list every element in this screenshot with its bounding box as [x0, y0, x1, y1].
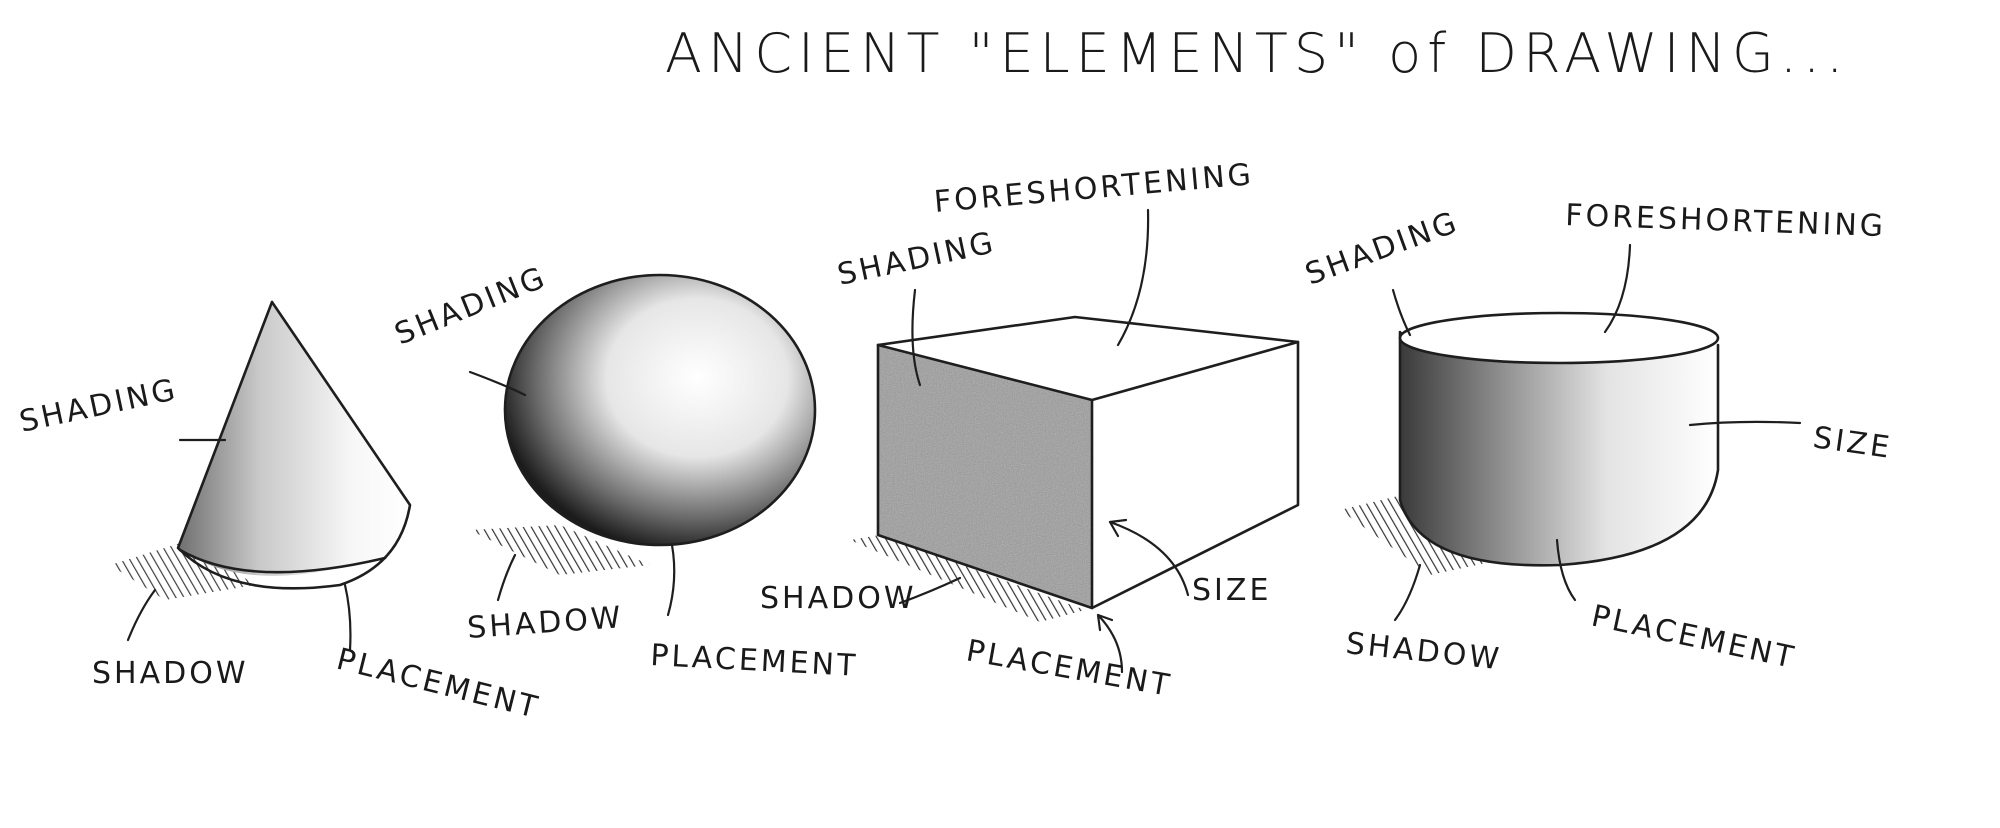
- cube-placement-label: PLACEMENT: [964, 633, 1175, 704]
- cone-outline: [176, 300, 412, 590]
- cylinder-top: [1400, 313, 1718, 363]
- cylinder-top-outline: [1398, 311, 1720, 365]
- cube-shadow-leader: [898, 576, 962, 605]
- cube-shadow: [850, 535, 1085, 622]
- cube-side-face: [1092, 342, 1298, 608]
- cone-shadow: [110, 540, 255, 600]
- cylinder-shadow-label: SHADOW: [1344, 626, 1503, 677]
- sphere-placement-label: PLACEMENT: [650, 638, 860, 684]
- cone-shading-label: SHADING: [16, 372, 181, 440]
- sphere-shading-leader: [468, 370, 527, 397]
- page-title: ANCIENT "ELEMENTS" of DRAWING...: [665, 22, 1849, 85]
- cube-figure: FORESHORTENING SHADING SHADOW SIZE PLACE…: [760, 157, 1300, 704]
- cube-size-leader: [1108, 520, 1190, 597]
- sphere-figure: SHADING SHADOW PLACEMENT: [390, 260, 859, 684]
- cube-foreshortening-leader: [1116, 208, 1150, 347]
- sphere-body: [505, 275, 815, 545]
- cube-shading-leader: [911, 288, 922, 387]
- cone-shadow-label: SHADOW: [92, 656, 249, 691]
- cube-size-label: SIZE: [1192, 573, 1271, 608]
- sphere-shadow-label: SHADOW: [466, 600, 625, 646]
- cone-body: [178, 302, 411, 576]
- cube-placement-arrow: [1096, 613, 1114, 632]
- cylinder-foreshortening-leader: [1603, 243, 1632, 334]
- cylinder-body: [1400, 332, 1718, 566]
- sphere-shadow: [470, 525, 650, 575]
- cone-figure: SHADING SHADOW PLACEMENT: [16, 300, 543, 726]
- cylinder-foreshortening-label: FORESHORTENING: [1565, 198, 1887, 244]
- cube-top-face: [878, 317, 1298, 400]
- sphere-placement-leader: [666, 543, 676, 617]
- cube-shadow-label: SHADOW: [760, 581, 917, 616]
- cylinder-shadow-leader: [1393, 563, 1422, 622]
- cone-base-curve: [178, 548, 387, 574]
- cylinder-figure: SHADING FORESHORTENING SIZE SHADOW PLACE…: [1301, 198, 1895, 677]
- cube-placement-leader: [1096, 613, 1124, 674]
- cone-placement-label: PLACEMENT: [333, 642, 543, 726]
- cone-shadow-leader: [126, 588, 157, 642]
- cylinder-size-leader: [1688, 420, 1802, 427]
- sphere-outline: [503, 273, 817, 547]
- cube-size-arrow: [1108, 518, 1128, 538]
- sphere-shadow-leader: [496, 553, 517, 602]
- cube-outline: [876, 315, 1300, 610]
- cube-foreshortening-label: FORESHORTENING: [933, 157, 1256, 220]
- cylinder-placement-leader: [1555, 538, 1577, 602]
- cylinder-shading-leader: [1391, 288, 1412, 337]
- cylinder-placement-label: PLACEMENT: [1588, 599, 1799, 676]
- cylinder-size-label: SIZE: [1811, 420, 1895, 466]
- cube-front-texture: [878, 345, 1092, 608]
- cylinder-shading-label: SHADING: [1301, 205, 1464, 293]
- cone-placement-leader: [343, 583, 352, 652]
- cube-shading-label: SHADING: [834, 225, 999, 293]
